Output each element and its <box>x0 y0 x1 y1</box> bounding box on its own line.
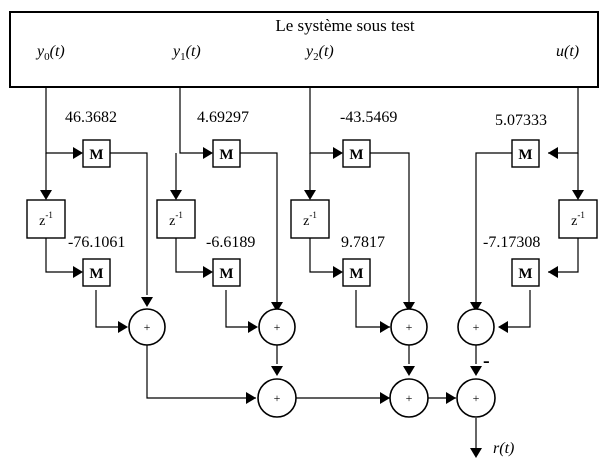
multiplier-block-y0-delayed: M <box>82 258 111 287</box>
delay-block-y2: z-1 <box>290 199 330 239</box>
sum-junction-y1: + <box>258 308 296 346</box>
svg-text:z-1: z-1 <box>39 210 53 229</box>
system-title: Le système sous test <box>275 16 415 35</box>
svg-text:M: M <box>349 147 363 163</box>
gain-label-u-direct: 5.07333 <box>495 112 547 129</box>
svg-text:+: + <box>473 391 480 405</box>
multiplier-block-u-direct: M <box>511 139 540 168</box>
svg-text:+: + <box>406 391 413 405</box>
multiplier-block-y1-direct: M <box>212 139 241 168</box>
svg-text:z-1: z-1 <box>169 210 183 229</box>
delay-block-y0: z-1 <box>26 199 66 239</box>
multiplier-block-y2-delayed: M <box>342 258 371 287</box>
gain-label-y1-delayed: -6.6189 <box>206 234 255 251</box>
sum-junction-y2: + <box>390 308 428 346</box>
svg-text:M: M <box>219 147 233 163</box>
svg-text:+: + <box>274 391 281 405</box>
svg-text:M: M <box>89 266 103 282</box>
signal-label-y0: y0(t) <box>35 43 65 63</box>
sum-junction-y0: + <box>128 308 166 346</box>
gain-label-y1-direct: 4.69297 <box>197 109 249 126</box>
svg-text:M: M <box>89 147 103 163</box>
svg-text:M: M <box>349 266 363 282</box>
multiplier-block-y1-delayed: M <box>212 258 241 287</box>
sum-junction-combine-1: + <box>257 378 297 418</box>
sum-junction-output: + <box>456 378 496 418</box>
gain-label-y2-delayed: 9.7817 <box>341 234 385 251</box>
multiplier-block-y0-direct: M <box>82 139 111 168</box>
svg-text:+: + <box>144 320 151 334</box>
wires <box>45 87 579 448</box>
sum-junction-u: + <box>457 308 495 346</box>
svg-text:M: M <box>518 147 532 163</box>
svg-text:M: M <box>518 266 532 282</box>
gain-label-y0-delayed: -76.1061 <box>68 234 125 251</box>
svg-text:+: + <box>274 320 281 334</box>
multiplier-block-u-delayed: M <box>511 258 540 287</box>
svg-text:+: + <box>406 320 413 334</box>
delay-block-y1: z-1 <box>156 199 196 239</box>
signal-label-y1: y1(t) <box>171 43 201 63</box>
multiplier-block-y2-direct: M <box>342 139 371 168</box>
signal-label-r: r(t) <box>493 440 514 457</box>
svg-text:z-1: z-1 <box>303 210 317 229</box>
sum-junction-combine-2: + <box>389 378 429 418</box>
delay-block-u: z-1 <box>558 199 598 239</box>
negative-sign-u-branch: - <box>483 350 490 372</box>
svg-text:+: + <box>473 320 480 334</box>
gain-label-u-delayed: -7.17308 <box>483 234 540 251</box>
signal-label-u: u(t) <box>556 43 579 60</box>
gain-label-y2-direct: -43.5469 <box>340 109 397 126</box>
signal-label-y2: y2(t) <box>304 43 334 63</box>
svg-text:M: M <box>219 266 233 282</box>
arrowheads <box>40 147 584 458</box>
system-under-test-box <box>9 11 599 88</box>
gain-label-y0-direct: 46.3682 <box>65 109 117 126</box>
svg-text:z-1: z-1 <box>571 210 585 229</box>
